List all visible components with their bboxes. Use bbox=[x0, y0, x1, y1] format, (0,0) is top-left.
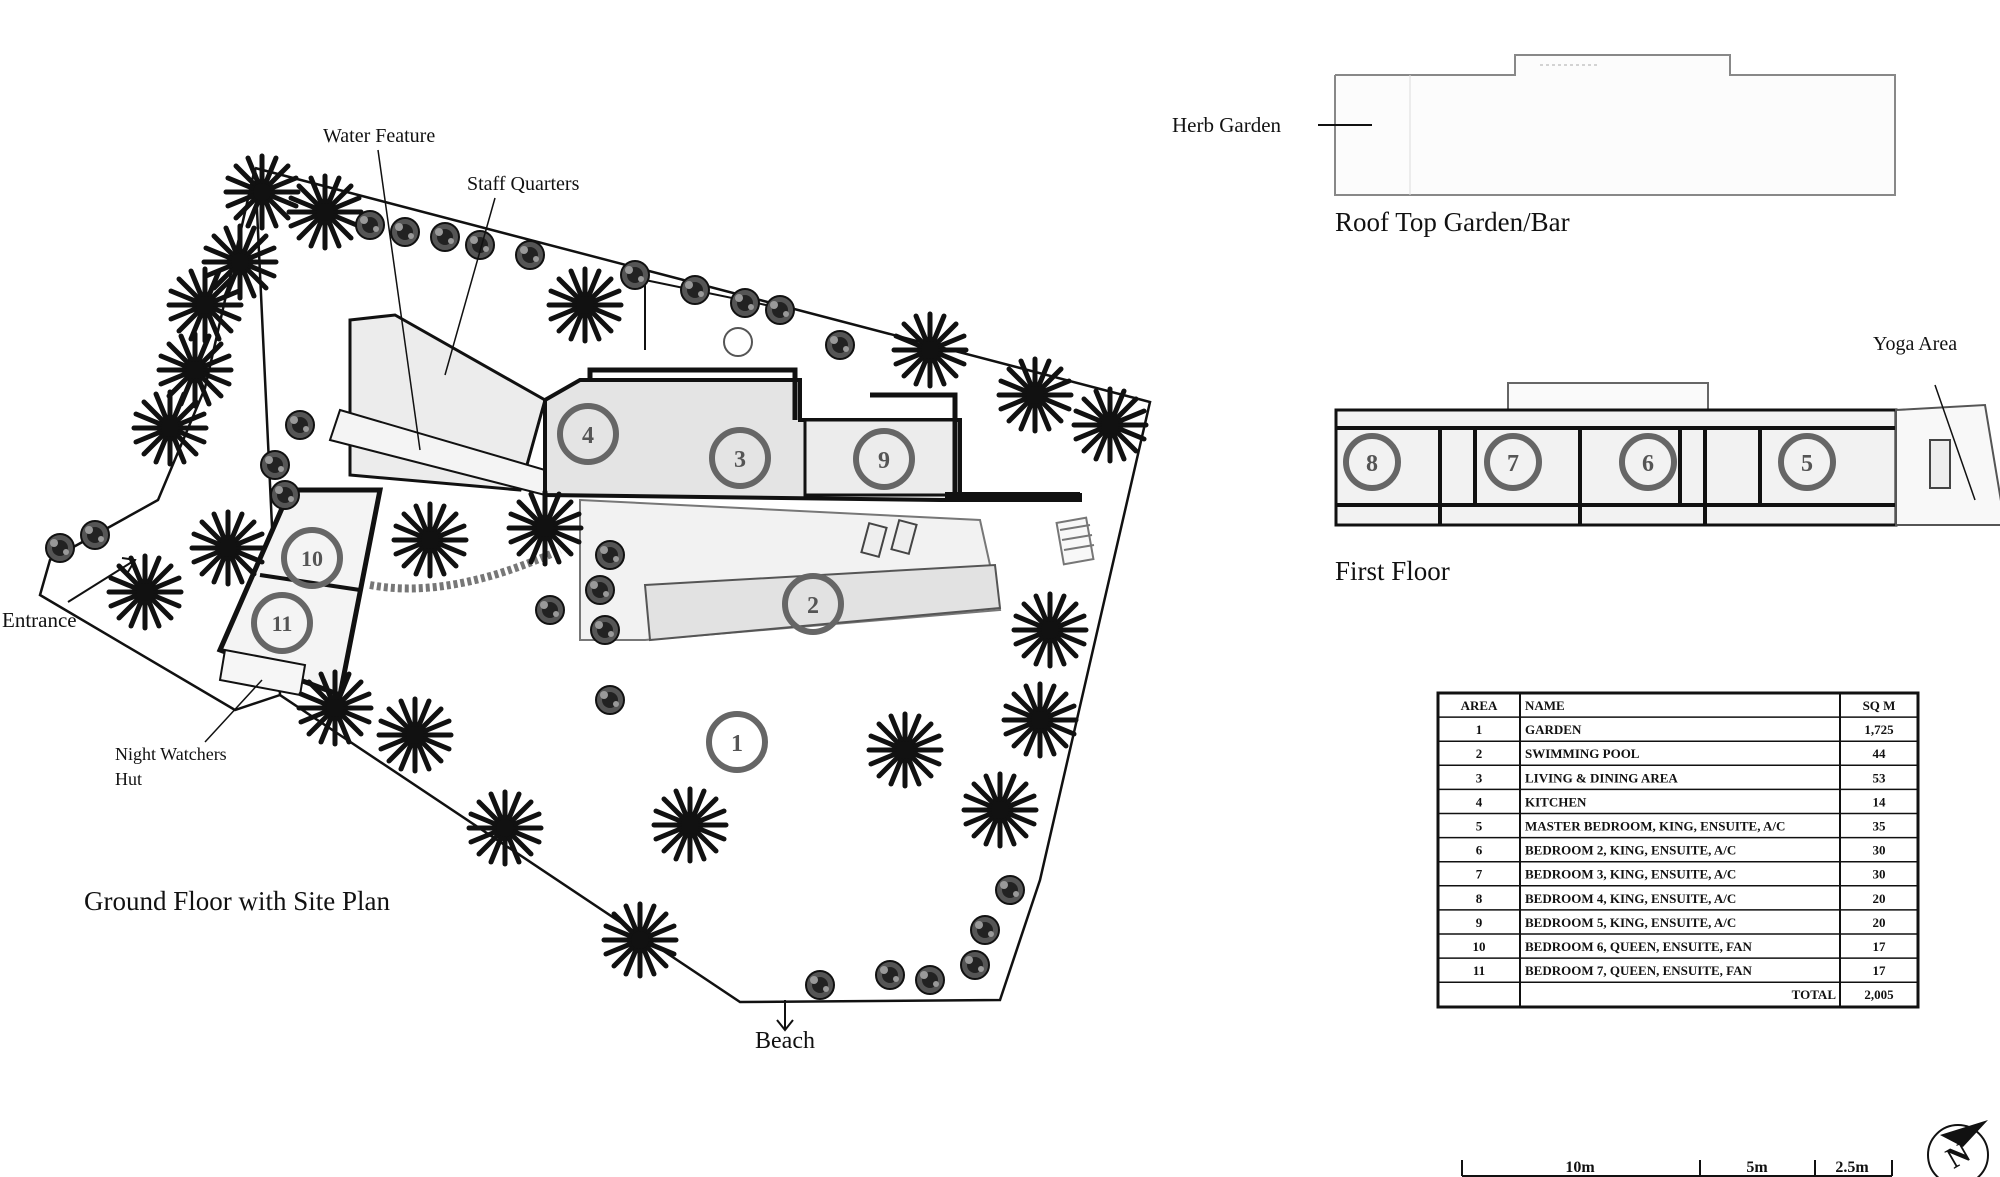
table-cell: 6 bbox=[1476, 843, 1483, 858]
area-marker-10: 10 bbox=[281, 527, 343, 589]
area-marker-8: 8 bbox=[1343, 433, 1401, 491]
table-cell: 10 bbox=[1473, 939, 1486, 954]
table-header-cell: AREA bbox=[1461, 698, 1498, 713]
table-cell: BEDROOM 2, KING, ENSUITE, A/C bbox=[1525, 843, 1736, 858]
scale-label-5m: 5m bbox=[1746, 1159, 1768, 1176]
svg-text:7: 7 bbox=[1507, 451, 1519, 477]
label-entrance: Entrance bbox=[2, 608, 77, 632]
label-beach: Beach bbox=[755, 1028, 815, 1054]
table-cell: 2 bbox=[1476, 746, 1483, 761]
table-cell: 20 bbox=[1873, 891, 1886, 906]
table-cell: 17 bbox=[1873, 963, 1887, 978]
area-marker-9: 9 bbox=[853, 428, 915, 490]
table-cell: 9 bbox=[1476, 915, 1483, 930]
title-ground-floor: Ground Floor with Site Plan bbox=[84, 886, 391, 916]
table-cell: 20 bbox=[1873, 915, 1886, 930]
table-cell: 3 bbox=[1476, 770, 1483, 785]
label-yoga-area: Yoga Area bbox=[1873, 333, 1957, 355]
table-cell: 30 bbox=[1873, 867, 1886, 882]
label-water-feature: Water Feature bbox=[323, 125, 435, 147]
svg-text:4: 4 bbox=[582, 423, 594, 449]
area-marker-7: 7 bbox=[1484, 433, 1542, 491]
area-marker-5: 5 bbox=[1778, 433, 1836, 491]
svg-text:3: 3 bbox=[734, 447, 746, 473]
scale-label-10m: 10m bbox=[1565, 1159, 1595, 1176]
ground-floor-labels: Water Feature Staff Quarters Entrance Ni… bbox=[2, 125, 815, 1054]
table-cell: BEDROOM 3, KING, ENSUITE, A/C bbox=[1525, 867, 1736, 882]
label-herb-garden: Herb Garden bbox=[1172, 113, 1282, 137]
table-cell: 8 bbox=[1476, 891, 1483, 906]
area-markers-ground: 1 2 3 4 9 10 11 bbox=[251, 403, 915, 773]
table-cell: BEDROOM 7, QUEEN, ENSUITE, FAN bbox=[1525, 963, 1753, 978]
table-cell: 17 bbox=[1873, 939, 1887, 954]
label-night-watchers-hut: Hut bbox=[115, 769, 142, 789]
table-total-value: 2,005 bbox=[1864, 987, 1894, 1002]
table-cell: 11 bbox=[1473, 963, 1485, 978]
area-marker-3: 3 bbox=[709, 427, 771, 489]
table-cell: 1,725 bbox=[1864, 722, 1894, 737]
table-cell: 5 bbox=[1476, 819, 1483, 834]
title-first-floor: First Floor bbox=[1335, 556, 1450, 586]
table-cell: SWIMMING POOL bbox=[1525, 746, 1640, 761]
svg-text:2: 2 bbox=[807, 593, 819, 619]
table-cell: 53 bbox=[1873, 770, 1887, 785]
scale-label-2-5m: 2.5m bbox=[1835, 1159, 1869, 1176]
table-cell: MASTER BEDROOM, KING, ENSUITE, A/C bbox=[1525, 819, 1785, 834]
ground-floor-buildings bbox=[216, 279, 1095, 699]
table-cell: 7 bbox=[1476, 867, 1483, 882]
svg-text:6: 6 bbox=[1642, 451, 1654, 477]
table-header-cell: SQ M bbox=[1863, 698, 1896, 713]
label-night-watchers: Night Watchers bbox=[115, 744, 227, 764]
table-total-label: TOTAL bbox=[1792, 987, 1837, 1002]
svg-text:10: 10 bbox=[301, 546, 323, 571]
label-staff-quarters: Staff Quarters bbox=[467, 173, 580, 195]
first-floor-plan: Yoga Area 8 7 6 5 First Floor bbox=[1334, 333, 2000, 586]
svg-text:9: 9 bbox=[878, 448, 890, 474]
area-marker-11: 11 bbox=[251, 592, 313, 654]
area-marker-1: 1 bbox=[706, 711, 768, 773]
table-cell: 30 bbox=[1873, 843, 1886, 858]
table-cell: GARDEN bbox=[1525, 722, 1582, 737]
scale-bar: 10m 5m 2.5m bbox=[1461, 1159, 1893, 1177]
svg-text:N: N bbox=[1941, 1136, 1977, 1176]
table-cell: 14 bbox=[1873, 794, 1887, 809]
svg-text:11: 11 bbox=[272, 611, 293, 636]
table-cell: BEDROOM 4, KING, ENSUITE, A/C bbox=[1525, 891, 1736, 906]
area-marker-4: 4 bbox=[557, 403, 619, 465]
table-cell: 44 bbox=[1873, 746, 1887, 761]
table-cell: 35 bbox=[1873, 819, 1887, 834]
area-marker-2: 2 bbox=[782, 573, 844, 635]
roof-top-plan: Herb Garden Roof Top Garden/Bar bbox=[1172, 54, 1896, 237]
table-cell: LIVING & DINING AREA bbox=[1525, 770, 1678, 785]
table-cell: 4 bbox=[1476, 794, 1483, 809]
table-cell: BEDROOM 5, KING, ENSUITE, A/C bbox=[1525, 915, 1736, 930]
area-marker-6: 6 bbox=[1619, 433, 1677, 491]
table-cell: BEDROOM 6, QUEEN, ENSUITE, FAN bbox=[1525, 939, 1753, 954]
title-roof-top: Roof Top Garden/Bar bbox=[1335, 207, 1570, 237]
table-cell: 1 bbox=[1476, 722, 1483, 737]
svg-text:8: 8 bbox=[1366, 451, 1378, 477]
svg-text:5: 5 bbox=[1801, 451, 1813, 477]
table-cell: KITCHEN bbox=[1525, 794, 1587, 809]
svg-text:1: 1 bbox=[731, 731, 743, 757]
table-header-cell: NAME bbox=[1525, 698, 1565, 713]
north-arrow-icon: N bbox=[1927, 1120, 1989, 1177]
